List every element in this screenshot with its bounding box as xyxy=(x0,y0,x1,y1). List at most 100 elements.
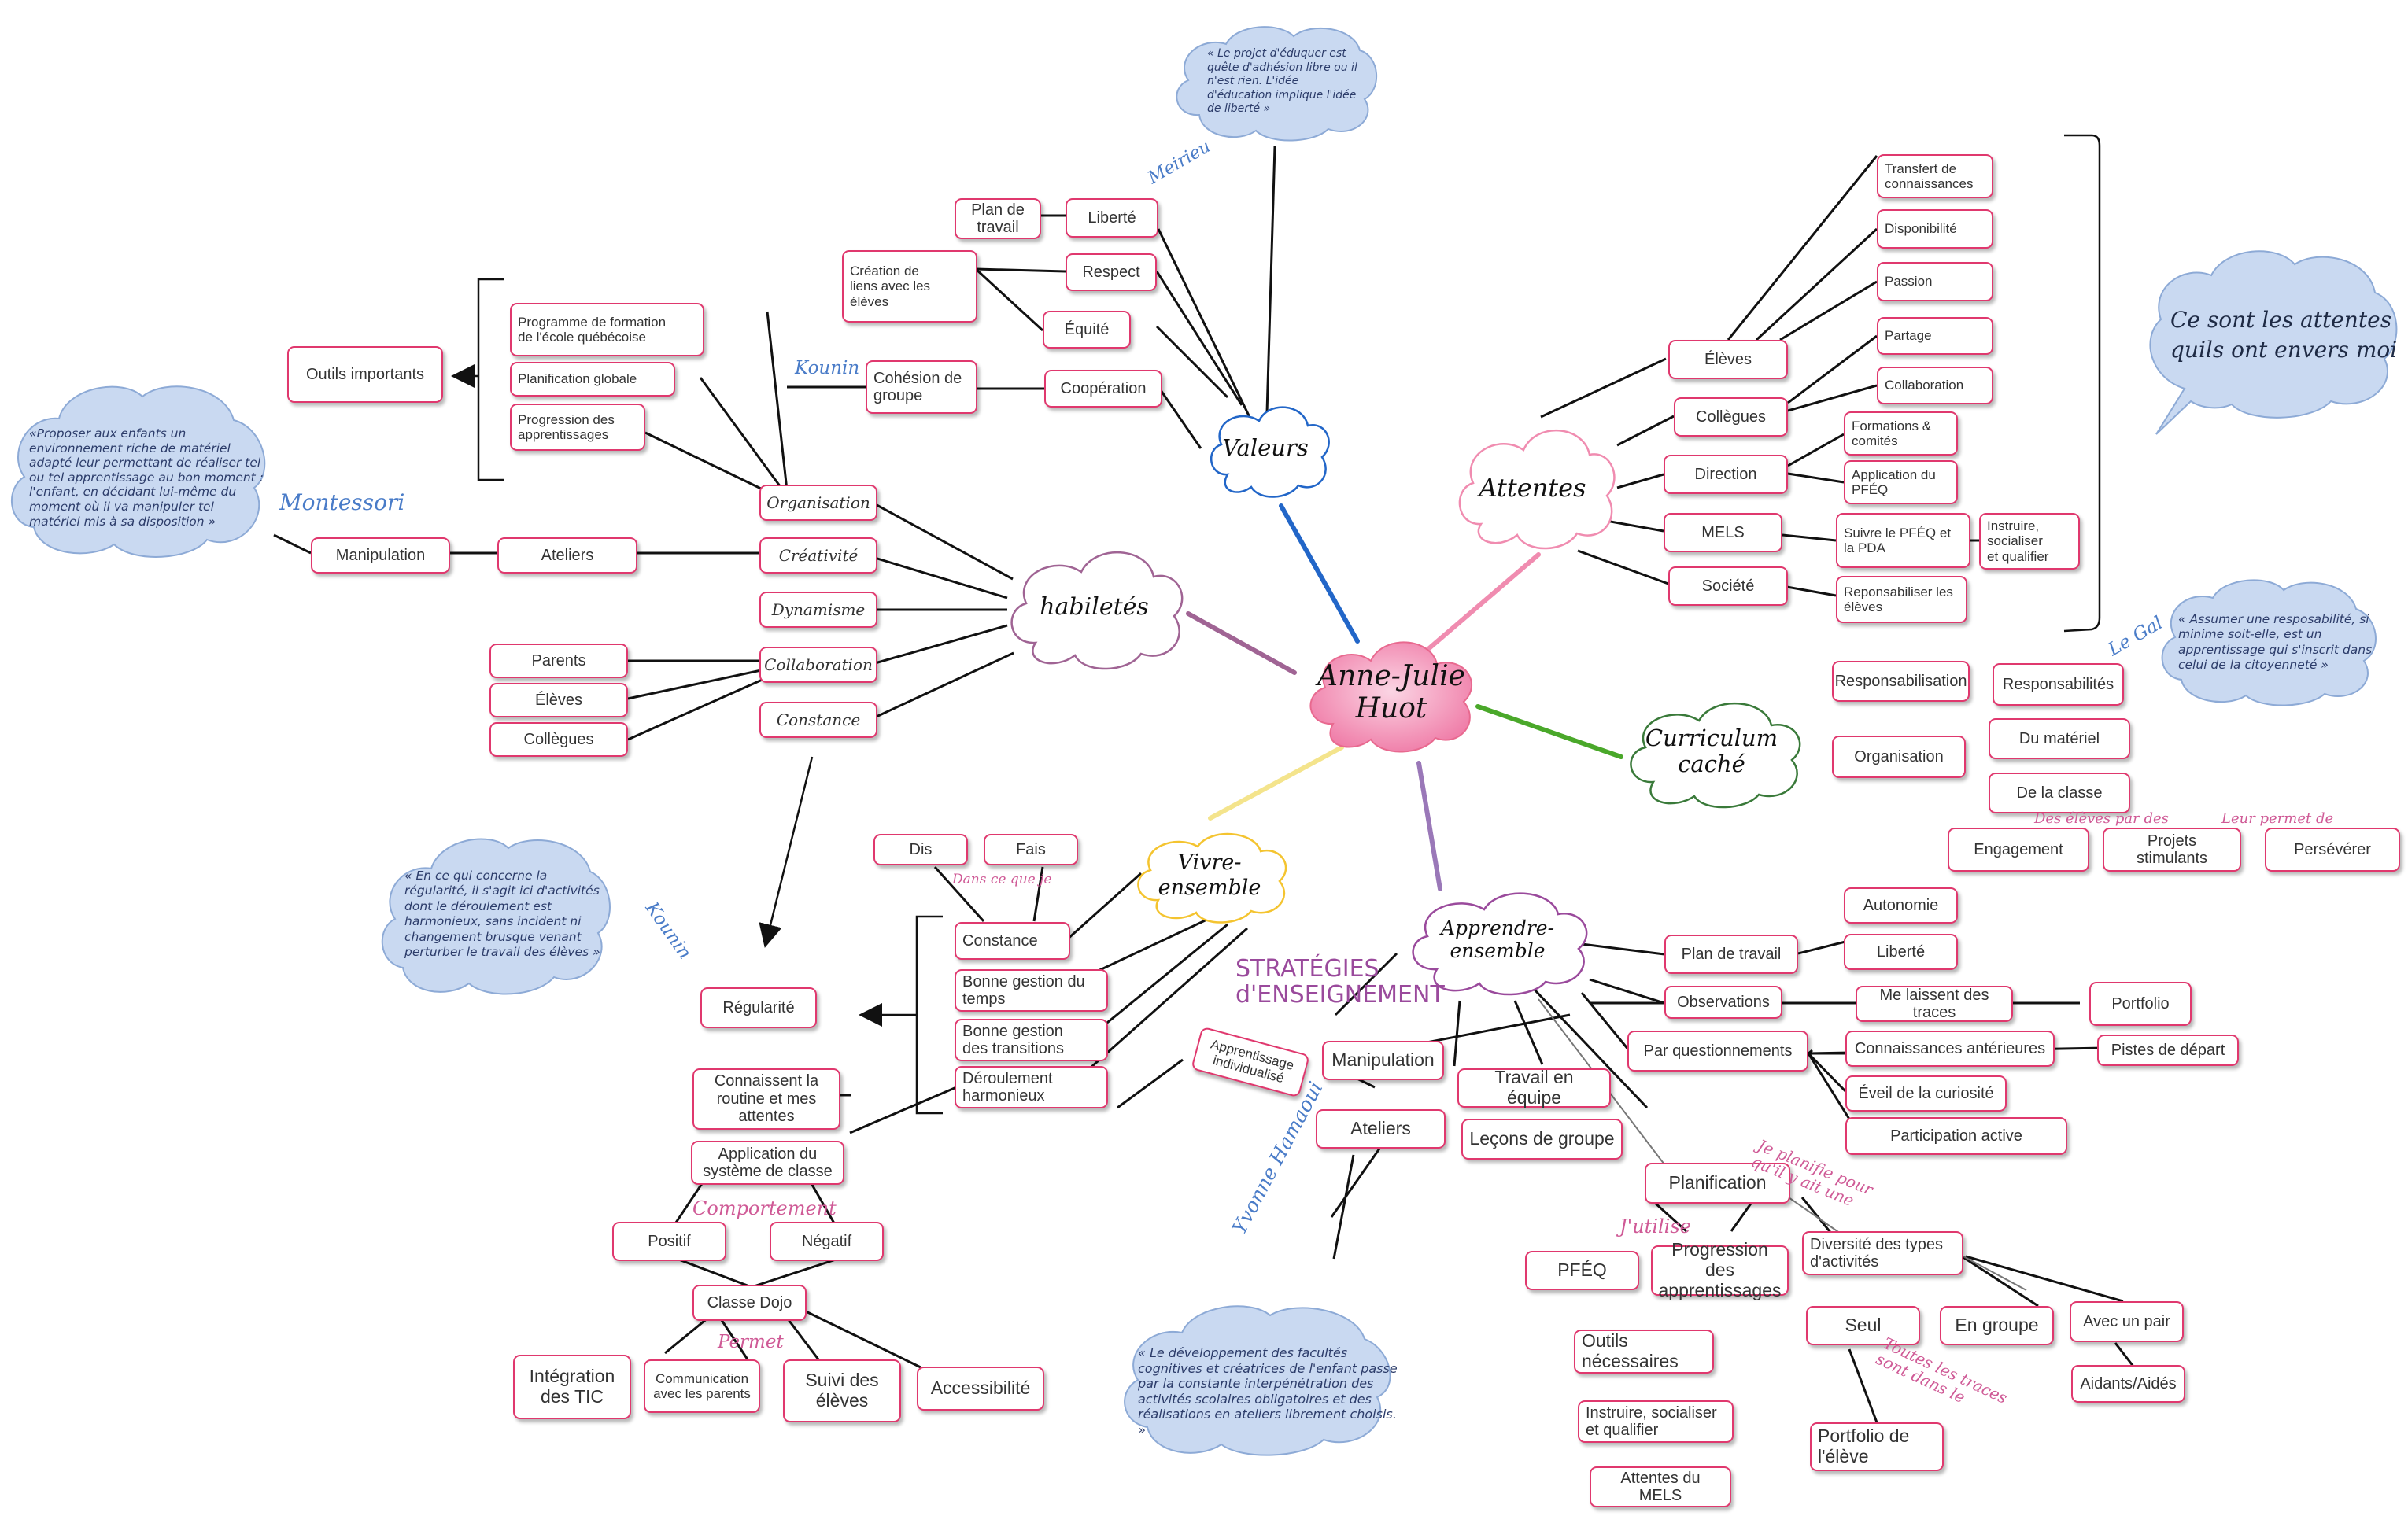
node-par-questionnements[interactable]: Par questionnements xyxy=(1627,1031,1808,1072)
branch-curriculum[interactable]: Curriculum caché xyxy=(1617,692,1806,810)
branch-attentes[interactable]: Attentes xyxy=(1448,417,1617,559)
node-eleves-habiletes[interactable]: Élèves xyxy=(489,683,628,717)
node-deroulement-harmonieux[interactable]: Déroulement harmonieux xyxy=(955,1066,1108,1108)
node-negatif[interactable]: Négatif xyxy=(770,1222,884,1261)
node-attentes-societe[interactable]: Société xyxy=(1668,566,1788,606)
node-lecons-de-groupe[interactable]: Leçons de groupe xyxy=(1461,1119,1623,1160)
central-node-label: Anne-Julie Huot xyxy=(1317,659,1465,725)
node-autonomie[interactable]: Autonomie xyxy=(1844,887,1958,924)
node-transfert-connaissances[interactable]: Transfert de connaissances xyxy=(1877,154,1993,198)
branch-attentes-label: Attentes xyxy=(1479,472,1586,503)
node-regularite[interactable]: Régularité xyxy=(700,987,817,1028)
node-collegues-habiletes[interactable]: Collègues xyxy=(489,722,628,757)
node-application-systeme-classe[interactable]: Application du système de classe xyxy=(691,1141,844,1185)
node-creation-de-liens[interactable]: Création de liens avec les élèves xyxy=(842,250,977,323)
node-progression-apprentissages-apprendre[interactable]: Progression des apprentissages xyxy=(1651,1239,1789,1300)
node-suivi-eleves[interactable]: Suivi des élèves xyxy=(783,1359,901,1422)
node-planification-apprendre[interactable]: Planification xyxy=(1645,1163,1790,1204)
node-connaissent-routine[interactable]: Connaissent la routine et mes attentes xyxy=(692,1068,840,1130)
node-attentes-mels[interactable]: MELS xyxy=(1664,513,1782,552)
node-seul[interactable]: Seul xyxy=(1806,1306,1920,1345)
node-creativite[interactable]: Créativité xyxy=(759,537,877,574)
node-dis[interactable]: Dis xyxy=(873,834,968,865)
node-observations[interactable]: Observations xyxy=(1664,986,1782,1019)
node-participation-active[interactable]: Participation active xyxy=(1845,1117,2067,1155)
node-application-pfeq[interactable]: Application du PFÉQ xyxy=(1844,460,1958,504)
node-ateliers-apprendre[interactable]: Ateliers xyxy=(1316,1109,1446,1149)
node-constance-habiletes[interactable]: Constance xyxy=(759,702,877,738)
node-liberte[interactable]: Liberté xyxy=(1066,198,1158,238)
node-collaboration-attentes[interactable]: Collaboration xyxy=(1877,367,1993,404)
node-liberte-apprendre[interactable]: Liberté xyxy=(1844,934,1958,970)
branch-valeurs-label: Valeurs xyxy=(1222,434,1309,462)
node-outils-necessaires[interactable]: Outils nécessaires xyxy=(1574,1330,1714,1374)
node-formations-comites[interactable]: Formations & comités xyxy=(1844,411,1958,456)
node-plan-de-travail-apprendre[interactable]: Plan de travail xyxy=(1664,935,1798,974)
node-attentes-direction[interactable]: Direction xyxy=(1664,455,1788,494)
branch-apprendre-ensemble[interactable]: Apprendre-ensemble xyxy=(1399,883,1596,997)
node-integration-tic[interactable]: Intégration des TIC xyxy=(513,1355,631,1419)
node-planification-globale[interactable]: Planification globale xyxy=(510,362,675,397)
central-node[interactable]: Anne-Julie Huot xyxy=(1297,629,1486,755)
node-classe-dojo[interactable]: Classe Dojo xyxy=(692,1285,807,1321)
node-respect[interactable]: Respect xyxy=(1066,253,1157,291)
node-responsabilites[interactable]: Responsabilités xyxy=(1993,663,2124,706)
node-constance-vivre[interactable]: Constance xyxy=(955,922,1070,960)
node-eveil-curiosite[interactable]: Éveil de la curiosité xyxy=(1845,1075,2007,1112)
node-de-la-classe[interactable]: De la classe xyxy=(1989,773,2130,813)
node-avec-un-pair[interactable]: Avec un pair xyxy=(2070,1301,2184,1342)
node-disponibilite[interactable]: Disponibilité xyxy=(1877,209,1993,249)
node-bonne-gestion-temps[interactable]: Bonne gestion du temps xyxy=(955,969,1108,1012)
node-portfolio-eleve[interactable]: Portfolio de l'élève xyxy=(1810,1422,1944,1471)
node-partage[interactable]: Partage xyxy=(1877,317,1993,355)
node-pistes-de-depart[interactable]: Pistes de départ xyxy=(2097,1035,2239,1066)
node-connaissances-anterieures[interactable]: Connaissances antérieures xyxy=(1845,1031,2055,1067)
node-accessibilite[interactable]: Accessibilité xyxy=(917,1367,1044,1411)
node-parents[interactable]: Parents xyxy=(489,644,628,678)
node-me-laissent-traces[interactable]: Me laissent des traces xyxy=(1856,986,2013,1022)
quote-kounin-text: « En ce qui concerne la régularité, il s… xyxy=(404,869,600,959)
node-attentes-eleves[interactable]: Élèves xyxy=(1668,340,1788,379)
label-comportement: Comportement xyxy=(692,1197,837,1219)
node-cooperation[interactable]: Coopération xyxy=(1044,370,1162,408)
node-progression-apprentissages[interactable]: Progression des apprentissages xyxy=(510,404,645,451)
node-equite[interactable]: Équité xyxy=(1043,311,1131,349)
node-plan-de-travail[interactable]: Plan de travail xyxy=(955,198,1041,239)
node-passion[interactable]: Passion xyxy=(1877,262,1993,301)
node-aidants-aides[interactable]: Aidants/Aidés xyxy=(2071,1365,2185,1403)
node-projets-stimulants[interactable]: Projets stimulants xyxy=(2103,828,2241,872)
node-engagement[interactable]: Engagement xyxy=(1948,828,2089,872)
node-ateliers-habiletes[interactable]: Ateliers xyxy=(497,537,637,574)
node-instruire-socialiser-qualifier[interactable]: Instruire, socialiser et qualifier xyxy=(1979,513,2080,570)
node-attentes-du-mels[interactable]: Attentes du MELS xyxy=(1590,1466,1731,1507)
node-organisation[interactable]: Organisation xyxy=(759,485,877,521)
node-bonne-gestion-transitions[interactable]: Bonne gestion des transitions xyxy=(955,1019,1108,1061)
node-communication-parents[interactable]: Communication avec les parents xyxy=(644,1359,760,1413)
node-travail-en-equipe[interactable]: Travail en équipe xyxy=(1457,1067,1611,1108)
branch-valeurs[interactable]: Valeurs xyxy=(1202,397,1330,500)
node-fais[interactable]: Fais xyxy=(984,834,1078,865)
node-diversite-types-activites[interactable]: Diversité des types d'activités xyxy=(1802,1231,1963,1275)
quote-hamaoui-text: « Le développement des facultés cognitiv… xyxy=(1138,1345,1398,1437)
node-pfeq[interactable]: PFÉQ xyxy=(1525,1251,1639,1290)
node-portfolio[interactable]: Portfolio xyxy=(2089,982,2192,1026)
node-responsabilisation[interactable]: Responsabilisation xyxy=(1832,661,1970,702)
node-positif[interactable]: Positif xyxy=(612,1222,726,1261)
node-programme-formation[interactable]: Programme de formation de l'école québéc… xyxy=(510,303,704,356)
node-en-groupe[interactable]: En groupe xyxy=(1940,1306,2054,1345)
branch-habiletes[interactable]: habiletés xyxy=(998,539,1191,677)
branch-vivre-ensemble[interactable]: Vivre-ensemble xyxy=(1127,826,1292,924)
node-suivre-pfeq-pda[interactable]: Suivre le PFÉQ et la PDA xyxy=(1836,513,1970,568)
node-perseverer[interactable]: Persévérer xyxy=(2265,828,2400,872)
node-attentes-collegues[interactable]: Collègues xyxy=(1674,397,1788,437)
node-collaboration-habiletes[interactable]: Collaboration xyxy=(759,647,877,683)
node-outils-importants[interactable]: Outils importants xyxy=(287,346,443,403)
node-instruire-socialiser[interactable]: Instruire, socialiser et qualifier xyxy=(1578,1400,1734,1443)
node-manipulation-habiletes[interactable]: Manipulation xyxy=(311,537,450,574)
node-du-materiel[interactable]: Du matériel xyxy=(1989,718,2130,759)
node-dynamisme[interactable]: Dynamisme xyxy=(759,592,877,628)
node-cohesion-de-groupe[interactable]: Cohésion de groupe xyxy=(866,360,977,414)
node-responsabiliser-eleves[interactable]: Reponsabiliser les élèves xyxy=(1836,576,1967,623)
node-organisation-curriculum[interactable]: Organisation xyxy=(1832,736,1966,778)
node-manipulation-apprendre[interactable]: Manipulation xyxy=(1322,1041,1444,1080)
